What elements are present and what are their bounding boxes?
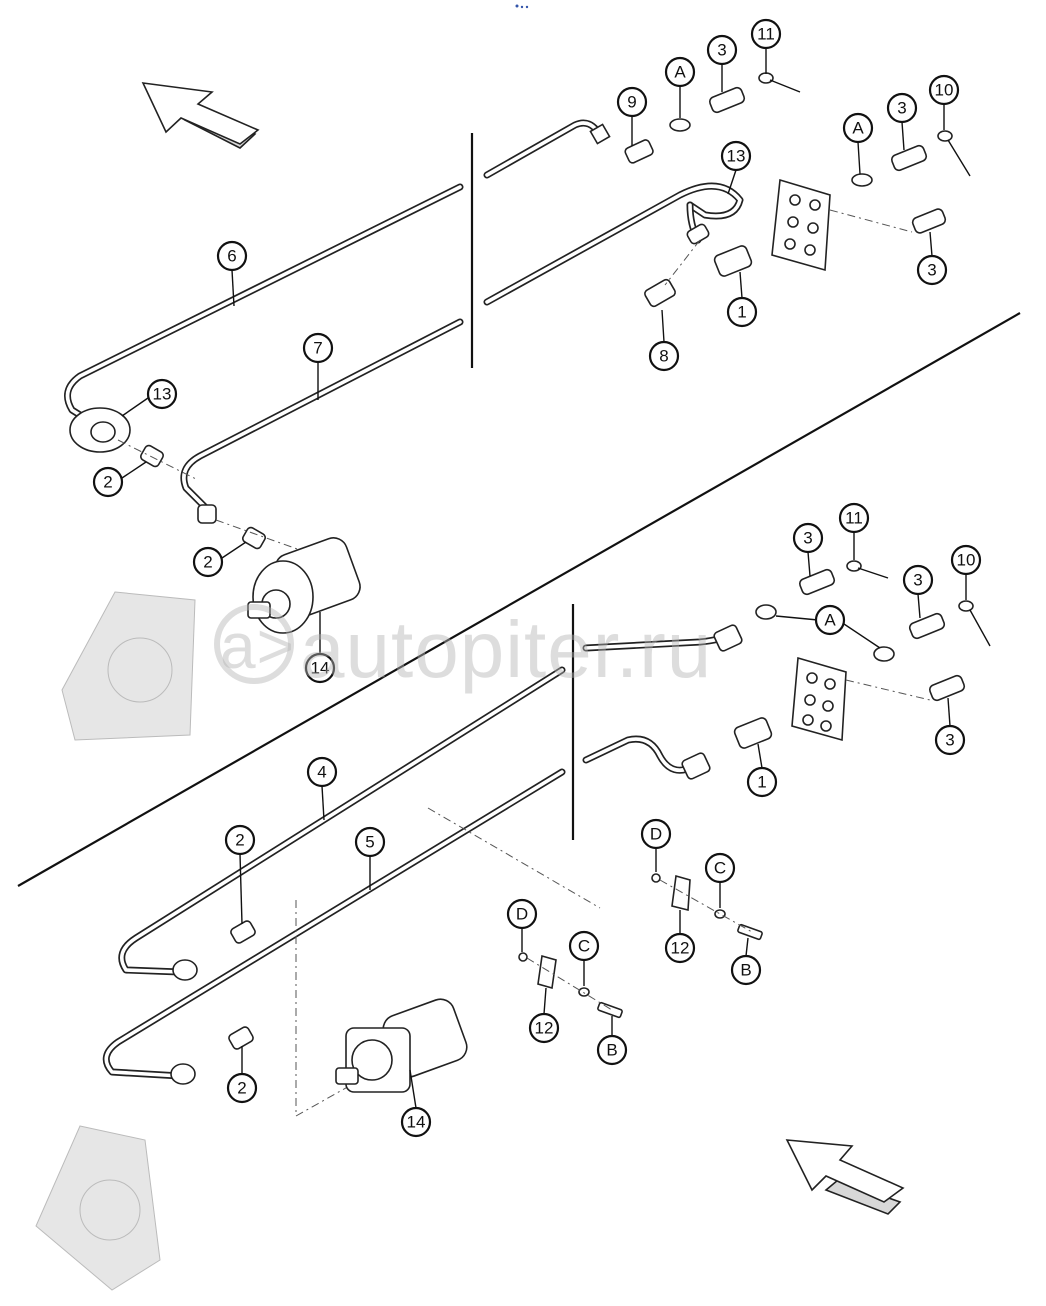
- callout-2-lower-2[interactable]: 2: [226, 1072, 258, 1104]
- motor-upper: [61, 537, 361, 741]
- svg-text:3: 3: [913, 571, 922, 590]
- watermark-text: autopiter.ru: [300, 605, 713, 694]
- callout-2-upper-2[interactable]: 2: [192, 546, 224, 578]
- svg-text:9: 9: [627, 93, 636, 112]
- watermark-logo-icon: a>: [214, 604, 294, 684]
- direction-arrow-lower: [785, 1139, 905, 1215]
- svg-text:12: 12: [535, 1019, 554, 1038]
- callout-7-upper[interactable]: 7: [302, 332, 334, 364]
- svg-text:11: 11: [757, 25, 775, 44]
- svg-text:13: 13: [727, 147, 746, 166]
- callout-a-upper-2[interactable]: A: [842, 112, 874, 144]
- upper-assembly: [61, 72, 971, 741]
- callout-10-upper[interactable]: 10: [928, 74, 960, 106]
- svg-text:3: 3: [945, 731, 954, 750]
- watermark: a>autopiter.ru: [214, 604, 712, 696]
- callout-11-upper[interactable]: 11: [750, 18, 782, 50]
- section-divider-line: [17, 312, 1021, 887]
- svg-text:1: 1: [737, 303, 746, 322]
- clamp-lower-left: [518, 952, 623, 1019]
- callout-13-upper-left[interactable]: 13: [146, 378, 178, 410]
- callout-13-upper-right[interactable]: 13: [720, 140, 752, 172]
- svg-text:1: 1: [757, 773, 766, 792]
- callout-14-upper[interactable]: 14: [304, 652, 336, 684]
- svg-text:2: 2: [237, 1079, 246, 1098]
- svg-text:3: 3: [717, 41, 726, 60]
- svg-text:5: 5: [365, 833, 374, 852]
- callout-3-upper-2[interactable]: 3: [886, 92, 918, 124]
- svg-text:7: 7: [313, 339, 322, 358]
- svg-text:A: A: [674, 63, 686, 82]
- callout-10-lower[interactable]: 10: [950, 544, 982, 576]
- callout-3-upper-1[interactable]: 3: [706, 34, 738, 66]
- top-mark: [515, 4, 529, 9]
- callout-1-lower[interactable]: 1: [746, 766, 778, 798]
- svg-text:C: C: [578, 937, 590, 956]
- callout-14-lower[interactable]: 14: [400, 1106, 432, 1138]
- svg-text:8: 8: [659, 347, 668, 366]
- svg-text:D: D: [516, 905, 528, 924]
- lower-callouts: 3 11 3 10 A 3 1 4 5 2 2 14 D C 12 B D C: [224, 502, 982, 1138]
- clamp-lower-right: [651, 873, 763, 941]
- callout-a-lower[interactable]: A: [814, 604, 846, 636]
- callout-d-lower-2[interactable]: D: [640, 818, 672, 850]
- callout-8-upper[interactable]: 8: [648, 340, 680, 372]
- svg-text:13: 13: [153, 385, 172, 404]
- svg-text:6: 6: [227, 247, 236, 266]
- direction-arrow-upper: [141, 82, 260, 149]
- callout-2-upper-1[interactable]: 2: [92, 466, 124, 498]
- svg-text:2: 2: [103, 473, 112, 492]
- svg-text:2: 2: [235, 831, 244, 850]
- svg-text:14: 14: [311, 659, 330, 678]
- callout-12-lower-1[interactable]: 12: [528, 1012, 560, 1044]
- callout-12-lower-2[interactable]: 12: [664, 932, 696, 964]
- callout-2-lower-1[interactable]: 2: [224, 824, 256, 856]
- svg-text:3: 3: [927, 261, 936, 280]
- svg-text:10: 10: [957, 551, 976, 570]
- svg-text:14: 14: [407, 1113, 426, 1132]
- callout-b-lower-2[interactable]: B: [730, 954, 762, 986]
- callout-4-lower[interactable]: 4: [306, 756, 338, 788]
- lower-assembly: [35, 560, 991, 1291]
- callout-9[interactable]: 9: [616, 86, 648, 118]
- callout-3-lower-2[interactable]: 3: [902, 564, 934, 596]
- svg-text:B: B: [606, 1041, 617, 1060]
- callout-b-lower-1[interactable]: B: [596, 1034, 628, 1066]
- callout-3-upper-3[interactable]: 3: [916, 254, 948, 286]
- callout-5-lower[interactable]: 5: [354, 826, 386, 858]
- svg-text:C: C: [714, 859, 726, 878]
- svg-text:4: 4: [317, 763, 326, 782]
- callout-1-upper[interactable]: 1: [726, 296, 758, 328]
- callout-6-upper[interactable]: 6: [216, 240, 248, 272]
- svg-text:A: A: [824, 611, 836, 630]
- callout-11-lower[interactable]: 11: [838, 502, 870, 534]
- svg-text:3: 3: [803, 529, 812, 548]
- motor-lower: [35, 998, 468, 1291]
- callout-3-lower-3[interactable]: 3: [934, 724, 966, 756]
- callout-a-upper-1[interactable]: A: [664, 56, 696, 88]
- svg-text:2: 2: [203, 553, 212, 572]
- svg-text:A: A: [852, 119, 864, 138]
- callout-c-lower-2[interactable]: C: [704, 852, 736, 884]
- svg-text:D: D: [650, 825, 662, 844]
- callout-3-lower-1[interactable]: 3: [792, 522, 824, 554]
- callout-c-lower-1[interactable]: C: [568, 930, 600, 962]
- svg-text:11: 11: [845, 509, 863, 528]
- svg-text:12: 12: [671, 939, 690, 958]
- svg-text:B: B: [740, 961, 751, 980]
- upper-callouts: 9 A 3 11 A 3 10 13 3 1 8 6 7 13 2 2 14: [92, 18, 960, 684]
- svg-text:10: 10: [935, 81, 954, 100]
- svg-text:3: 3: [897, 99, 906, 118]
- callout-d-lower-1[interactable]: D: [506, 898, 538, 930]
